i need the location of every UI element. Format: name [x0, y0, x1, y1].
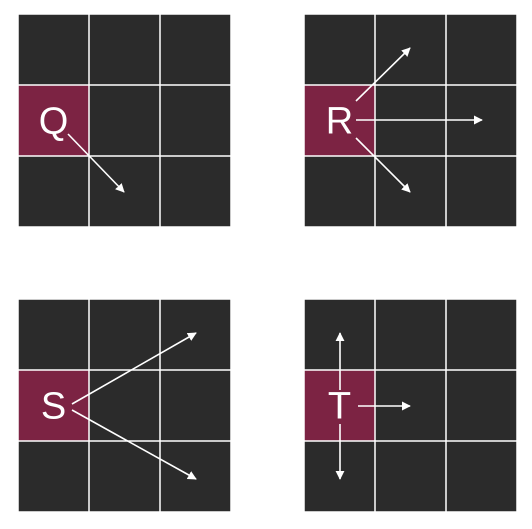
grid-cell [375, 441, 446, 512]
grid-cell [160, 14, 231, 85]
grid-cell [89, 85, 160, 156]
grid-cell [160, 441, 231, 512]
grid-cell [160, 156, 231, 227]
panel-r: R [303, 13, 518, 228]
panel-t: T [303, 298, 518, 513]
grid-cell [446, 14, 517, 85]
arrow-down-right [67, 133, 125, 193]
panel-s: S [17, 298, 232, 513]
grid-cell [160, 85, 231, 156]
grid-cell [18, 299, 89, 370]
arrow-up-right [71, 332, 197, 405]
grid-cell [446, 299, 517, 370]
grid-cell [446, 441, 517, 512]
grid-cell [89, 14, 160, 85]
grid-cell [304, 156, 375, 227]
grid-cell [89, 441, 160, 512]
panel-q: Q [17, 13, 232, 228]
grid-cell [18, 441, 89, 512]
grid-cell [375, 299, 446, 370]
grid-cell [89, 299, 160, 370]
grid-cell [304, 14, 375, 85]
grid-cell [89, 370, 160, 441]
arrow-up-right [355, 47, 411, 102]
panel-label: T [328, 386, 351, 428]
panel-label: S [41, 386, 66, 428]
grid-cell [160, 299, 231, 370]
grid-cell [18, 14, 89, 85]
arrow-down-right [355, 137, 411, 193]
grid-cell [446, 156, 517, 227]
grid-cell [160, 370, 231, 441]
grid-cell [18, 156, 89, 227]
panel-label: Q [39, 101, 69, 143]
highlight-cell [18, 370, 89, 441]
grid-cell [446, 370, 517, 441]
grid-cell [375, 14, 446, 85]
panel-label: R [326, 101, 353, 143]
arrow-down-right [71, 409, 197, 480]
